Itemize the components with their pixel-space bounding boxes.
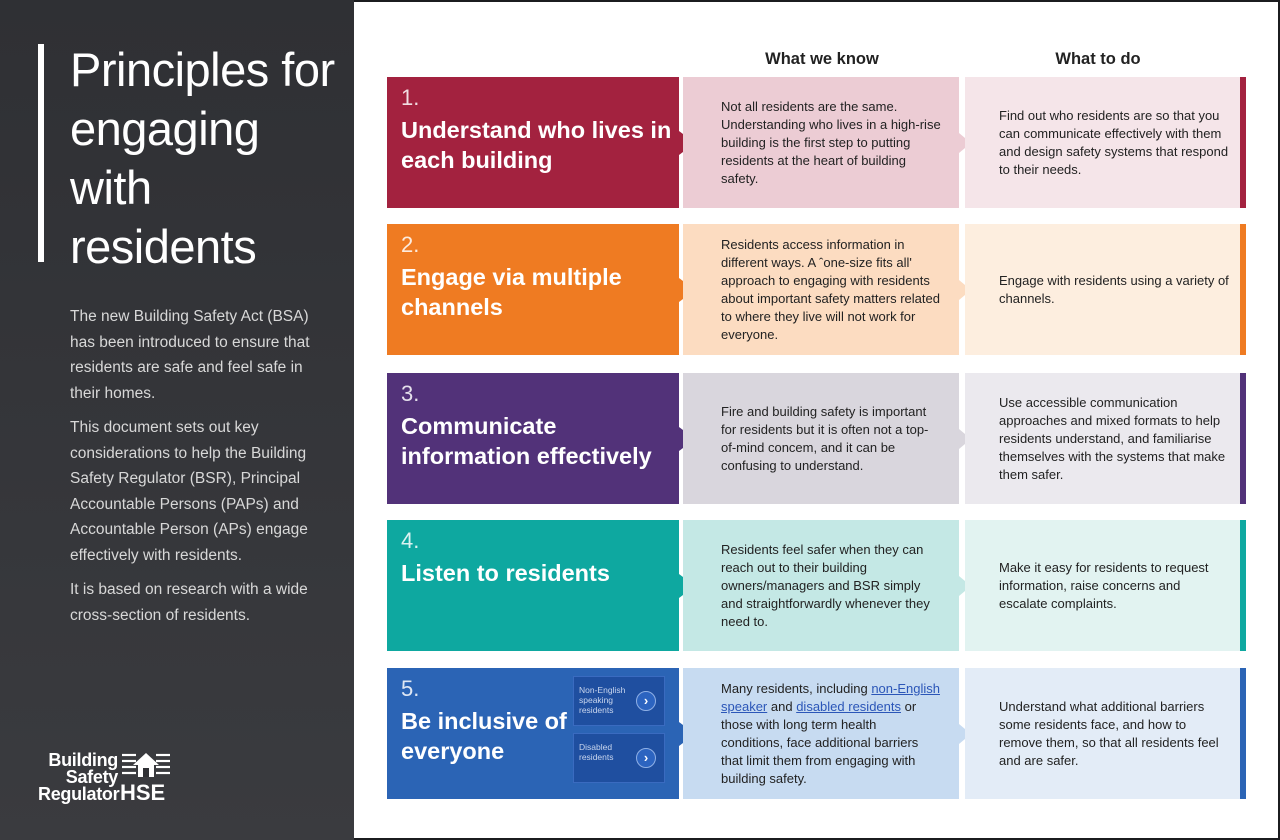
logo-line: Safety — [65, 767, 119, 787]
principle-number: 1. — [401, 85, 420, 110]
logo-line: Regulator — [38, 784, 120, 804]
principle-row: 3. Communicate information effectively Fir… — [387, 373, 1246, 504]
what-to-do-cell: Engage with residents using a variety of… — [965, 224, 1240, 355]
what-we-know-text: Residents feel safer when they can reach… — [721, 541, 930, 629]
intro-text: The new Building Safety Act (BSA) has be… — [70, 304, 310, 637]
principle-row: 2. Engage via multiple channels Residents … — [387, 224, 1246, 355]
intro-paragraph: It is based on research with a wide cros… — [70, 581, 308, 624]
principle-row: 1. Understand who lives in each building N… — [387, 77, 1246, 208]
what-we-know-text: Residents access information in differen… — [721, 236, 940, 342]
what-to-do-text: Make it easy for residents to request in… — [999, 559, 1209, 611]
what-we-know-text: Not all residents are the same. Understa… — [721, 98, 941, 186]
what-to-do-cell: Understand what additional barriers some… — [965, 668, 1240, 799]
what-to-do-text: Find out who residents are so that you c… — [999, 107, 1229, 177]
hse-wordmark: HSE — [120, 780, 166, 805]
what-to-do-cell: Make it easy for residents to request in… — [965, 520, 1240, 651]
principle-title-cell: 3. Communicate information effectively — [387, 373, 679, 504]
chevron-right-icon: › — [636, 691, 656, 711]
what-to-do-cell: Find out who residents are so that you c… — [965, 77, 1240, 208]
text-fragment: and — [770, 698, 793, 714]
sidebar-panel: Principles for engaging with residents T… — [0, 0, 354, 840]
non-english-speaking-residents-button[interactable]: Non-English speaking residents › — [573, 676, 665, 726]
title-accent-bar — [38, 44, 44, 262]
disabled-residents-button[interactable]: Disabled residents › — [573, 733, 665, 783]
row-edge-accent — [1240, 77, 1246, 208]
what-we-know-text: Many residents, including non-English sp… — [721, 668, 941, 799]
what-to-do-text: Engage with residents using a variety of… — [999, 272, 1229, 306]
hse-logo: HSE — [120, 752, 172, 805]
disabled-residents-link[interactable]: disabled residents — [796, 698, 901, 714]
principle-title-cell: 4. Listen to residents — [387, 520, 679, 651]
hse-emblem-icon — [122, 753, 170, 777]
page-title: Principles for engaging with residents — [70, 43, 335, 273]
logo-line: Building — [48, 750, 118, 770]
column-header-do: What to do — [1055, 50, 1141, 68]
principle-title-cell: 1. Understand who lives in each building — [387, 77, 679, 208]
row-edge-accent — [1240, 668, 1246, 799]
principles-table: What we know What to do 1. Understand who… — [354, 2, 1278, 838]
building-safety-regulator-logo: Building Safety Regulator — [38, 750, 120, 804]
row-edge-accent — [1240, 520, 1246, 651]
principle-row: 4. Listen to residents Residents feel safe… — [387, 520, 1246, 651]
intro-paragraph: The new Building Safety Act (BSA) has be… — [70, 308, 310, 402]
what-to-do-cell: Use accessible communication approaches … — [965, 373, 1240, 504]
row-edge-accent — [1240, 224, 1246, 355]
principle-number: 5. — [401, 676, 420, 701]
principle-number: 3. — [401, 381, 420, 406]
button-label: Non-English speaking residents — [579, 685, 626, 715]
intro-paragraph: This document sets out key consideration… — [70, 419, 308, 564]
text-fragment: or those with long term health condition… — [721, 698, 919, 786]
column-header-know: What we know — [765, 50, 879, 68]
text-fragment: Many residents, including — [721, 680, 868, 696]
row-edge-accent — [1240, 373, 1246, 504]
button-label: Disabled residents — [579, 742, 614, 762]
principle-heading: Be inclusive of everyone — [401, 708, 567, 764]
principle-heading: Understand who lives in each building — [401, 117, 672, 173]
principle-heading: Engage via multiple channels — [401, 264, 622, 320]
principle-number: 4. — [401, 528, 420, 553]
principle-number: 2. — [401, 232, 420, 257]
what-we-know-cell: Residents feel safer when they can reach… — [683, 520, 959, 651]
principle-heading: Listen to residents — [401, 560, 610, 586]
what-to-do-text: Understand what additional barriers some… — [999, 698, 1219, 768]
principle-title-cell: 2. Engage via multiple channels — [387, 224, 679, 355]
what-we-know-cell: Fire and building safety is important fo… — [683, 373, 959, 504]
principle-heading: Communicate information effectively — [401, 413, 652, 469]
what-we-know-text: Fire and building safety is important fo… — [721, 403, 929, 473]
what-we-know-cell: Residents access information in differen… — [683, 224, 959, 355]
what-to-do-text: Use accessible communication approaches … — [999, 394, 1226, 482]
what-we-know-cell: Not all residents are the same. Understa… — [683, 77, 959, 208]
chevron-right-icon: › — [636, 748, 656, 768]
what-we-know-cell: Many residents, including non-English sp… — [683, 668, 959, 799]
non-english-speaker-link[interactable]: non-English speaker — [721, 680, 940, 714]
